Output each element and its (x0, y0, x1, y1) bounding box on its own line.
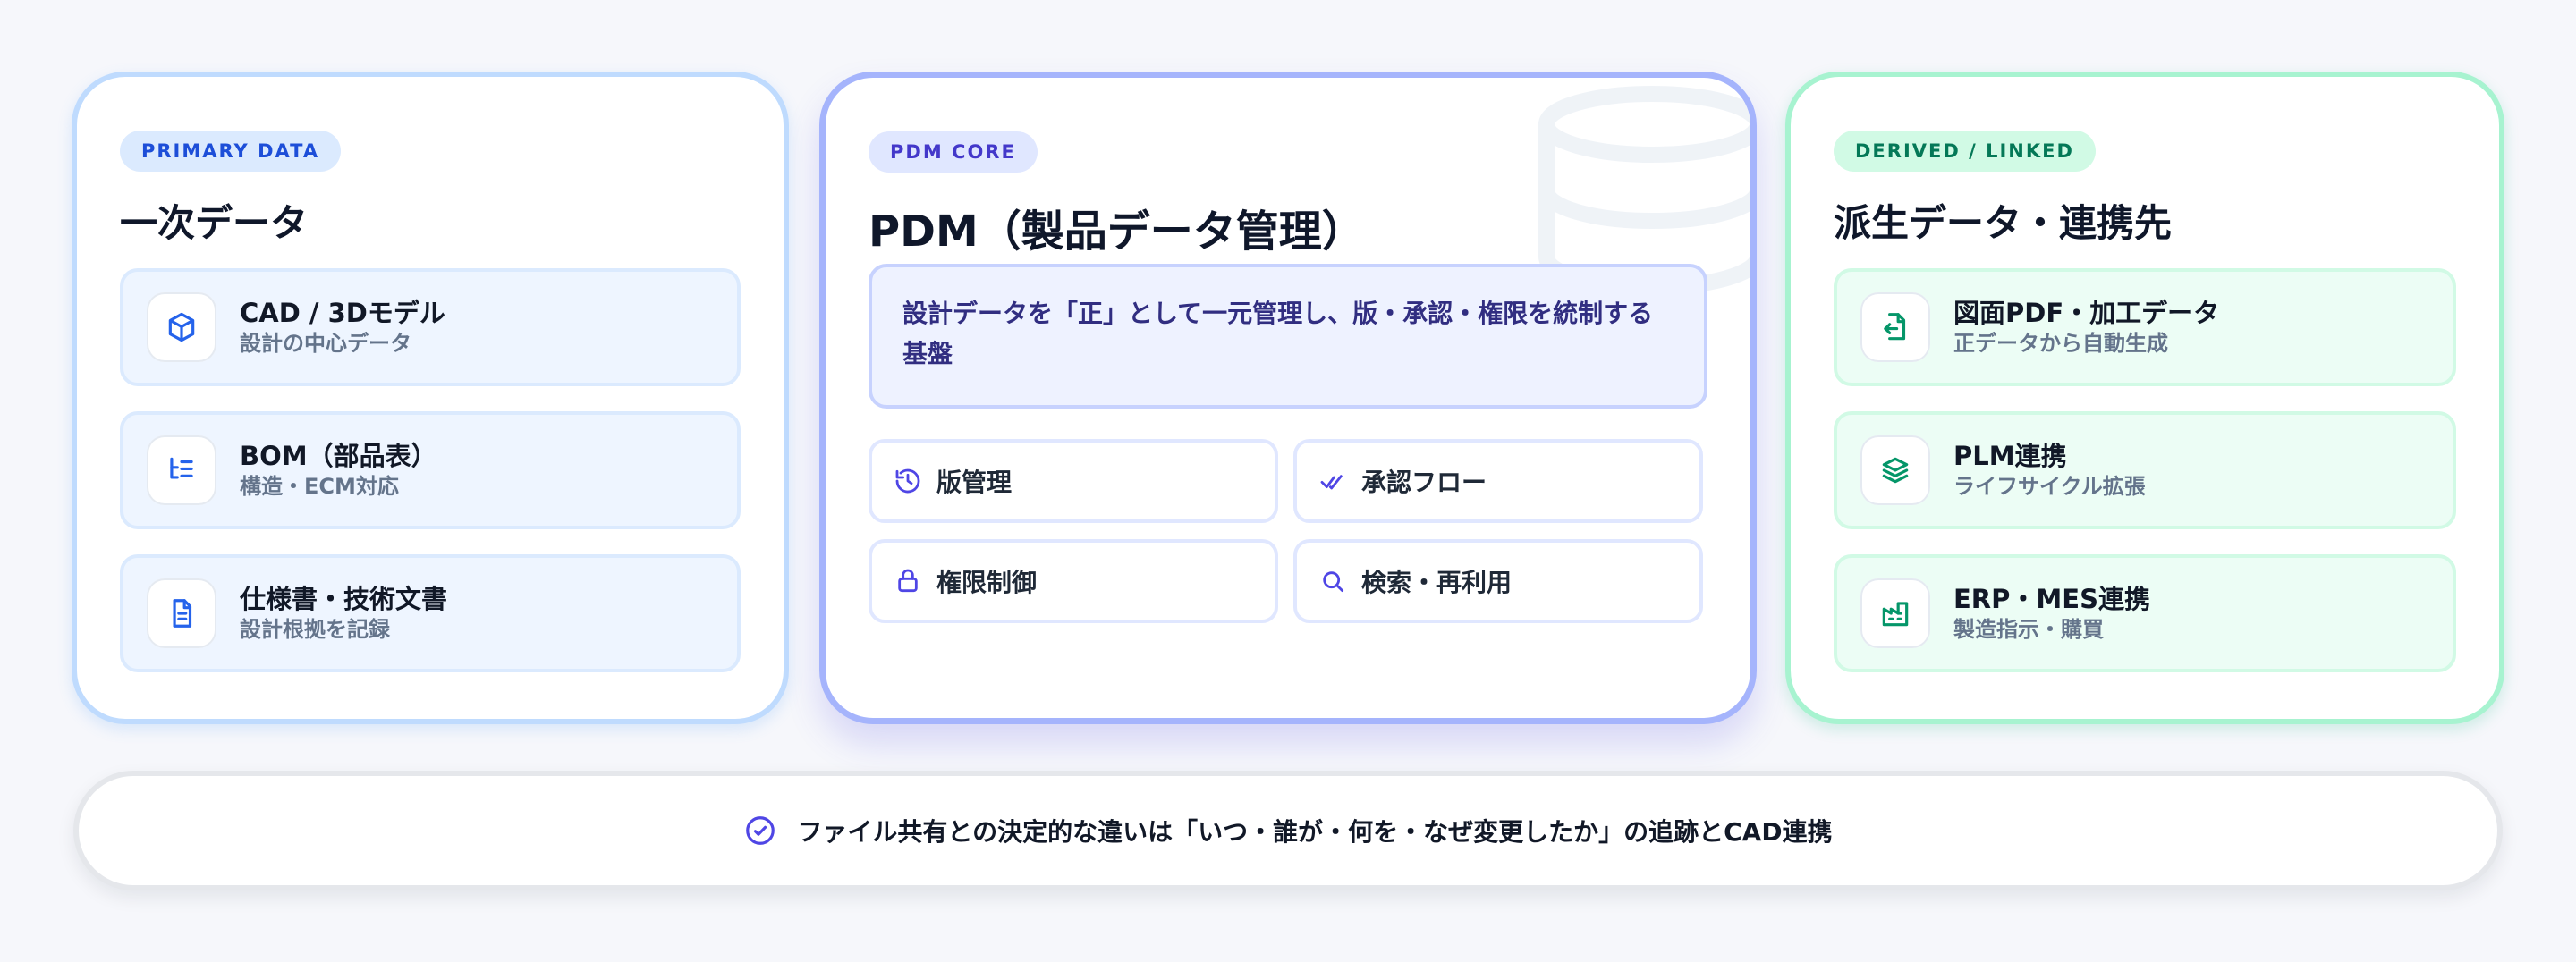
feature-approval-flow: 承認フロー (1293, 439, 1703, 523)
primary-data-badge: PRIMARY DATA (120, 131, 342, 172)
pdm-core-description: 設計データを「正」として一元管理し、版・承認・権限を統制する基盤 (869, 264, 1707, 409)
item-title: 図面PDF・加工データ (1953, 297, 2220, 328)
lock-icon (894, 567, 922, 595)
item-subtitle: 製造指示・購買 (1953, 616, 2104, 642)
derived-item-plm: PLM連携 ライフサイクル拡張 (1834, 411, 2456, 529)
cube-icon (147, 292, 216, 362)
item-title: PLM連携 (1953, 440, 2067, 471)
item-title: 仕様書・技術文書 (240, 583, 448, 614)
document-icon (147, 578, 216, 648)
derived-linked-panel: DERIVED / LINKED 派生データ・連携先 図面PDF・加工データ 正… (1785, 72, 2504, 724)
derived-item-erp-mes: ERP・MES連携 製造指示・購買 (1834, 554, 2456, 672)
item-subtitle: 構造・ECM対応 (240, 473, 399, 499)
feature-version-control: 版管理 (869, 439, 1278, 523)
summary-banner: ファイル共有との決定的な違いは「いつ・誰が・何を・なぜ変更したか」の追跡とCAD… (73, 771, 2503, 890)
factory-icon (1860, 578, 1930, 648)
item-title: ERP・MES連携 (1953, 583, 2150, 614)
derived-linked-title: 派生データ・連携先 (1834, 201, 2173, 245)
pdm-core-badge: PDM CORE (869, 131, 1038, 173)
item-title: BOM（部品表） (240, 440, 437, 471)
file-export-icon (1860, 292, 1930, 362)
primary-item-cad: CAD / 3Dモデル 設計の中心データ (120, 268, 741, 386)
feature-access-control: 権限制御 (869, 539, 1278, 623)
item-subtitle: 設計の中心データ (240, 330, 411, 356)
item-subtitle: 正データから自動生成 (1953, 330, 2168, 356)
derived-item-drawing-pdf: 図面PDF・加工データ 正データから自動生成 (1834, 268, 2456, 386)
primary-item-bom: BOM（部品表） 構造・ECM対応 (120, 411, 741, 529)
feature-label: 権限制御 (936, 568, 1038, 597)
primary-item-spec: 仕様書・技術文書 設計根拠を記録 (120, 554, 741, 672)
feature-label: 版管理 (936, 468, 1013, 497)
item-subtitle: ライフサイクル拡張 (1953, 473, 2146, 499)
layers-icon (1860, 435, 1930, 505)
derived-linked-badge: DERIVED / LINKED (1834, 131, 2096, 172)
pdm-core-title: PDM（製品データ管理） (869, 207, 1365, 257)
summary-text: ファイル共有との決定的な違いは「いつ・誰が・何を・なぜ変更したか」の追跡とCAD… (797, 817, 1833, 847)
primary-data-title: 一次データ (120, 201, 309, 245)
item-title: CAD / 3Dモデル (240, 297, 445, 328)
double-check-icon (1318, 467, 1347, 495)
primary-data-panel: PRIMARY DATA 一次データ CAD / 3Dモデル 設計の中心データ (72, 72, 789, 724)
pdm-core-panel: PDM CORE PDM（製品データ管理） 設計データを「正」として一元管理し、… (819, 72, 1757, 724)
list-tree-icon (147, 435, 216, 505)
feature-label: 検索・再利用 (1361, 568, 1513, 597)
history-icon (894, 467, 922, 495)
check-circle-icon (743, 814, 777, 848)
item-subtitle: 設計根拠を記録 (240, 616, 390, 642)
feature-label: 承認フロー (1361, 468, 1487, 497)
search-icon (1318, 567, 1347, 595)
feature-search-reuse: 検索・再利用 (1293, 539, 1703, 623)
